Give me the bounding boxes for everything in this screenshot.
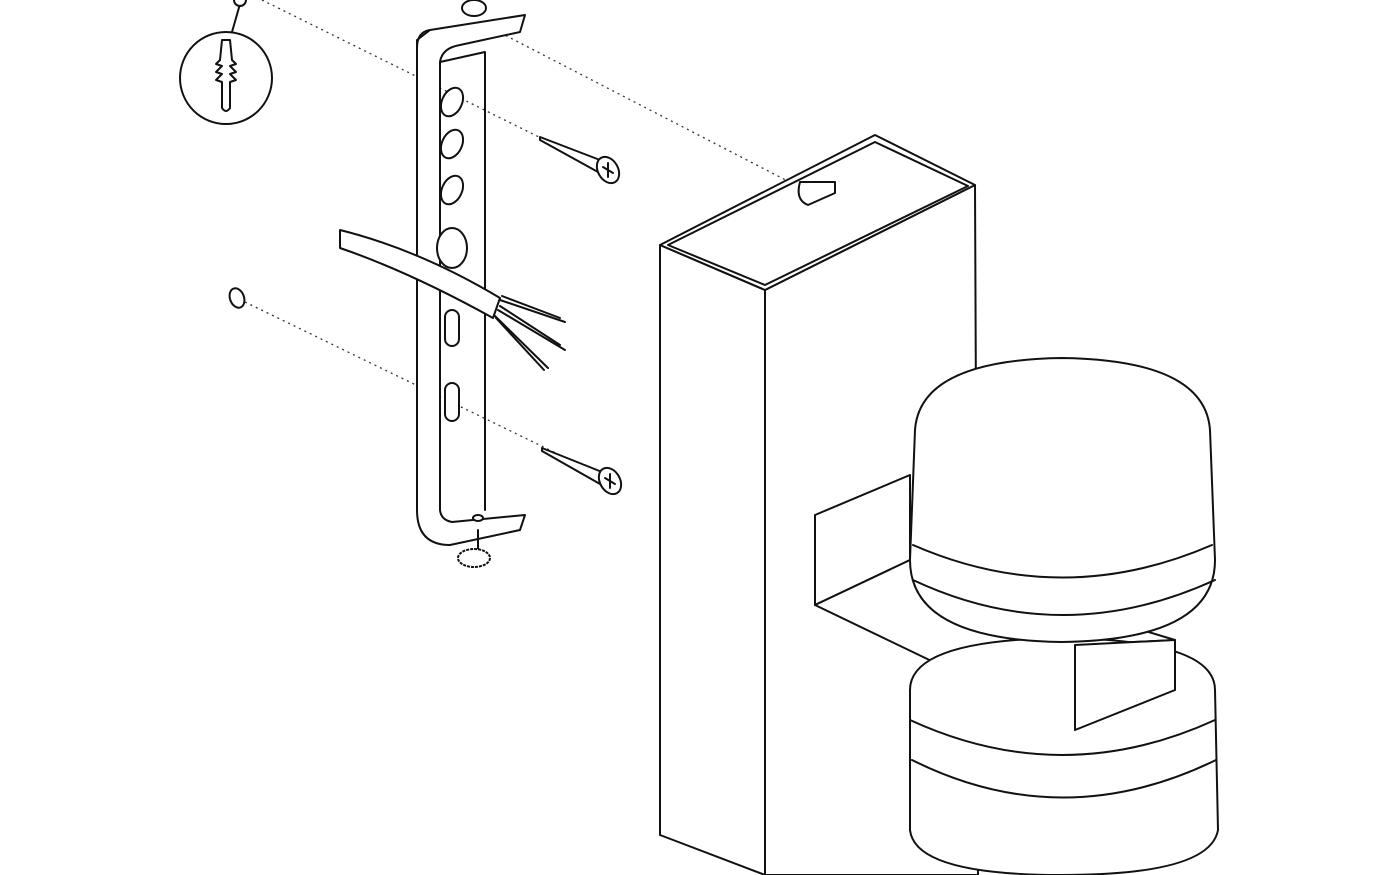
lamp-head-upper [909, 357, 1216, 643]
washer-ring [228, 287, 246, 309]
power-cable [339, 229, 566, 371]
screw-lower [541, 447, 623, 496]
bracket-bottom-screw [457, 548, 491, 568]
bracket-top-screw [461, 0, 487, 17]
lamp-head-lower [909, 637, 1219, 875]
screw-upper [539, 136, 621, 185]
wall-plug-icon [215, 39, 237, 112]
guide-lines [244, 0, 806, 456]
bracket-slots [436, 86, 468, 422]
wall-plug-callout [179, 0, 273, 125]
